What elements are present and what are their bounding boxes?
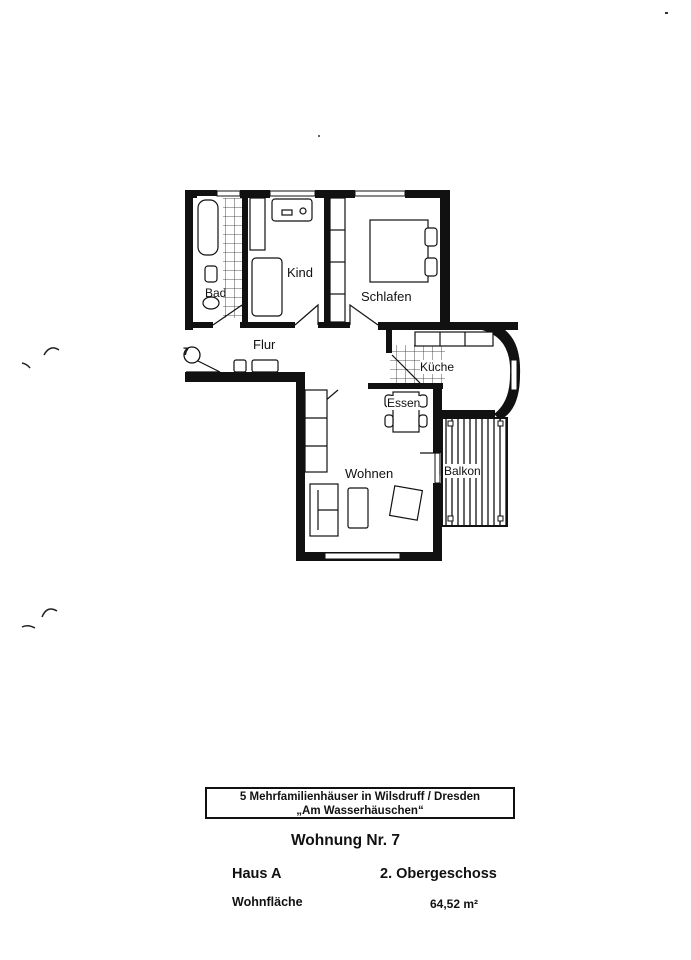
room-label-schlafen: Schlafen xyxy=(361,289,412,304)
project-title-box: 5 Mehrfamilienhäuser in Wilsdruff / Dres… xyxy=(205,787,515,819)
living-area-value: 64,52 m² xyxy=(430,897,479,911)
project-line-1: 5 Mehrfamilienhäuser in Wilsdruff / Dres… xyxy=(239,791,481,803)
windows xyxy=(216,190,518,560)
floor-plan xyxy=(21,12,668,629)
fixtures xyxy=(197,197,494,537)
unit-badge-number: 7 xyxy=(183,346,190,358)
house-label: Haus A xyxy=(232,866,282,882)
room-label-kind: Kind xyxy=(287,265,314,280)
room-label-balkon: Balkon xyxy=(444,464,481,478)
room-label-wohnen: Wohnen xyxy=(345,466,394,481)
room-label-essen: Essen xyxy=(387,396,421,410)
bath-tiles xyxy=(223,198,244,318)
room-label-bad: Bad xyxy=(205,286,227,300)
room-label-kueche: Küche xyxy=(420,360,455,374)
floor-label: 2. Obergeschoss xyxy=(380,866,497,882)
scan-marks xyxy=(21,12,668,629)
living-area-label: Wohnfläche xyxy=(232,895,303,909)
unit-badge xyxy=(183,346,201,364)
apartment-number: Wohnung Nr. 7 xyxy=(290,832,401,849)
room-label-flur: Flur xyxy=(253,337,276,352)
project-line-2: „Am Wasserhäuschen“ xyxy=(296,805,424,817)
